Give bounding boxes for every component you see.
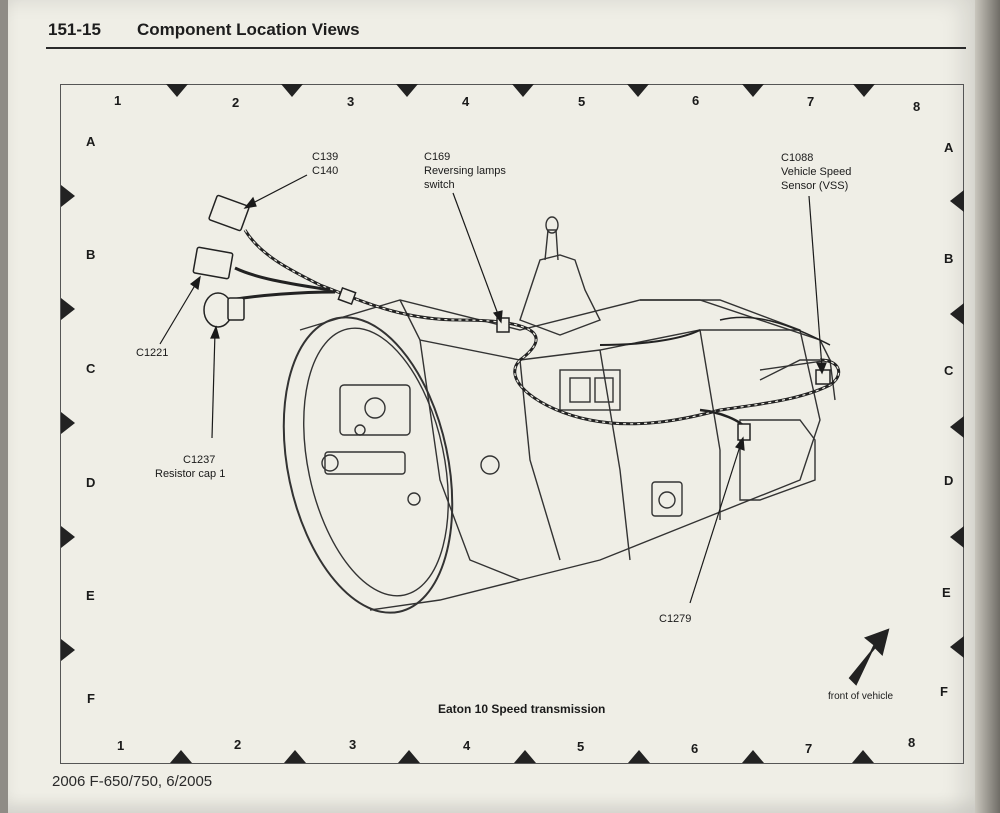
label-c1088-id: C1088 <box>781 152 814 164</box>
label-c1237-id: C1237 <box>183 454 216 466</box>
manual-page <box>8 0 980 813</box>
grid-row-right-d: D <box>944 473 954 488</box>
grid-col-top-7: 7 <box>807 94 815 109</box>
label-c1088-desc1: Vehicle Speed <box>781 166 852 178</box>
page-title: Component Location Views <box>137 20 360 39</box>
grid-row-left-e: E <box>86 588 95 603</box>
connectors <box>192 194 831 441</box>
grid-row-right-f: F <box>940 684 948 699</box>
grid-row-left-f: F <box>87 691 95 706</box>
diagram-caption: Eaton 10 Speed transmission <box>438 702 606 716</box>
label-c140: C140 <box>312 165 339 177</box>
label-c1279: C1279 <box>659 613 692 625</box>
grid-col-top-2: 2 <box>232 95 240 110</box>
grid-col-bottom-1: 1 <box>117 738 125 753</box>
grid-col-bottom-8: 8 <box>908 735 916 750</box>
page-edge <box>975 0 1000 813</box>
grid-row-right-a: A <box>944 140 954 155</box>
grid-col-bottom-5: 5 <box>577 739 585 754</box>
grid-row-right-e: E <box>942 585 951 600</box>
front-arrow-icon <box>848 628 890 686</box>
grid-col-top-1: 1 <box>114 93 122 108</box>
grid-col-bottom-2: 2 <box>234 737 242 752</box>
label-c1237-desc: Resistor cap 1 <box>155 468 226 480</box>
grid-row-left-c: C <box>86 361 96 376</box>
grid-col-bottom-6: 6 <box>691 741 699 756</box>
page-number: 151-15 <box>48 20 101 39</box>
grid-row-left-d: D <box>86 475 96 490</box>
grid-row-right-c: C <box>944 363 954 378</box>
grid-col-top-6: 6 <box>692 93 700 108</box>
label-c169-desc1: Reversing lamps <box>424 165 506 177</box>
grid-row-left-a: A <box>86 134 96 149</box>
grid-col-top-4: 4 <box>462 94 470 109</box>
grid-col-top-3: 3 <box>347 94 355 109</box>
grid-row-right-b: B <box>944 251 954 266</box>
footer-edition: 2006 F-650/750, 6/2005 <box>52 773 213 790</box>
grid-col-bottom-7: 7 <box>805 741 813 756</box>
header-rule <box>46 47 966 49</box>
label-c169-desc2: switch <box>424 179 455 191</box>
grid-col-top-8: 8 <box>913 99 921 114</box>
label-c139: C139 <box>312 151 339 163</box>
grid-col-bottom-4: 4 <box>463 738 471 753</box>
grid-row-left-b: B <box>86 247 96 262</box>
front-of-vehicle-label: front of vehicle <box>828 691 894 702</box>
transmission-body <box>282 216 836 614</box>
leader-lines <box>159 174 827 604</box>
label-c169-id: C169 <box>424 151 451 163</box>
grid-col-top-5: 5 <box>578 94 586 109</box>
label-c1221: C1221 <box>136 347 169 359</box>
label-c1088-desc2: Sensor (VSS) <box>781 180 849 192</box>
grid-col-bottom-3: 3 <box>349 737 357 752</box>
grid-markers <box>61 84 964 763</box>
